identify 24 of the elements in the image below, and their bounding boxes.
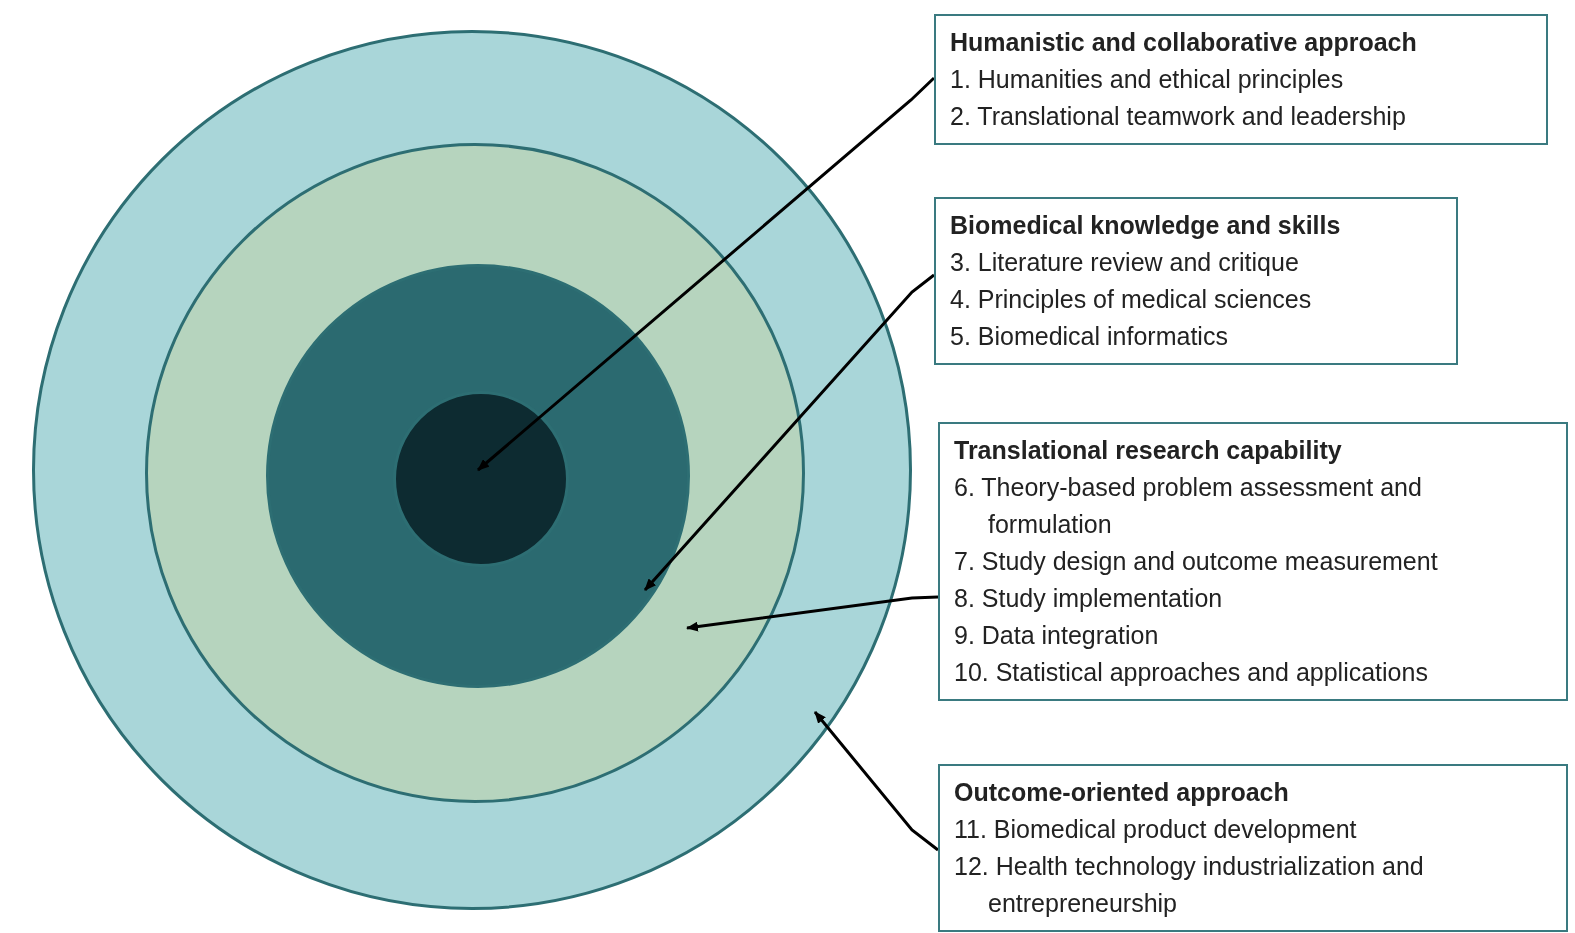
text-box <box>938 764 1568 932</box>
arrow <box>686 595 939 632</box>
arrow <box>643 273 935 591</box>
list-item: 4. Principles of medical sciences <box>950 284 1313 315</box>
list-item: 10. Statistical approaches and applications <box>954 657 1429 688</box>
list-item: 7. Study design and outcome measurement <box>954 546 1439 577</box>
list-item: 3. Literature review and critique <box>950 247 1300 278</box>
arrow <box>477 76 936 472</box>
list-item: 11. Biomedical product development <box>954 814 1358 845</box>
list-item: 5. Biomedical informatics <box>950 321 1229 352</box>
text-box <box>934 197 1458 365</box>
box-heading: Biomedical knowledge and skills <box>950 210 1342 241</box>
text-box <box>938 422 1568 701</box>
list-item: 1. Humanities and ethical principles <box>950 64 1345 95</box>
list-item: 6. Theory-based problem assessment and formulation <box>954 472 1423 540</box>
list-item: 12. Health technology industrialization and entrepreneurship <box>954 851 1425 919</box>
box-heading: Translational research capability <box>954 435 1343 466</box>
list-item: 9. Data integration <box>954 620 1160 651</box>
arrow <box>813 711 939 852</box>
list-item: 2. Translational teamwork and leadership <box>950 101 1407 132</box>
list-item: 8. Study implementation <box>954 583 1224 614</box>
box-heading: Outcome-oriented approach <box>954 777 1290 808</box>
text-box <box>934 14 1548 145</box>
box-heading: Humanistic and collaborative approach <box>950 27 1418 58</box>
